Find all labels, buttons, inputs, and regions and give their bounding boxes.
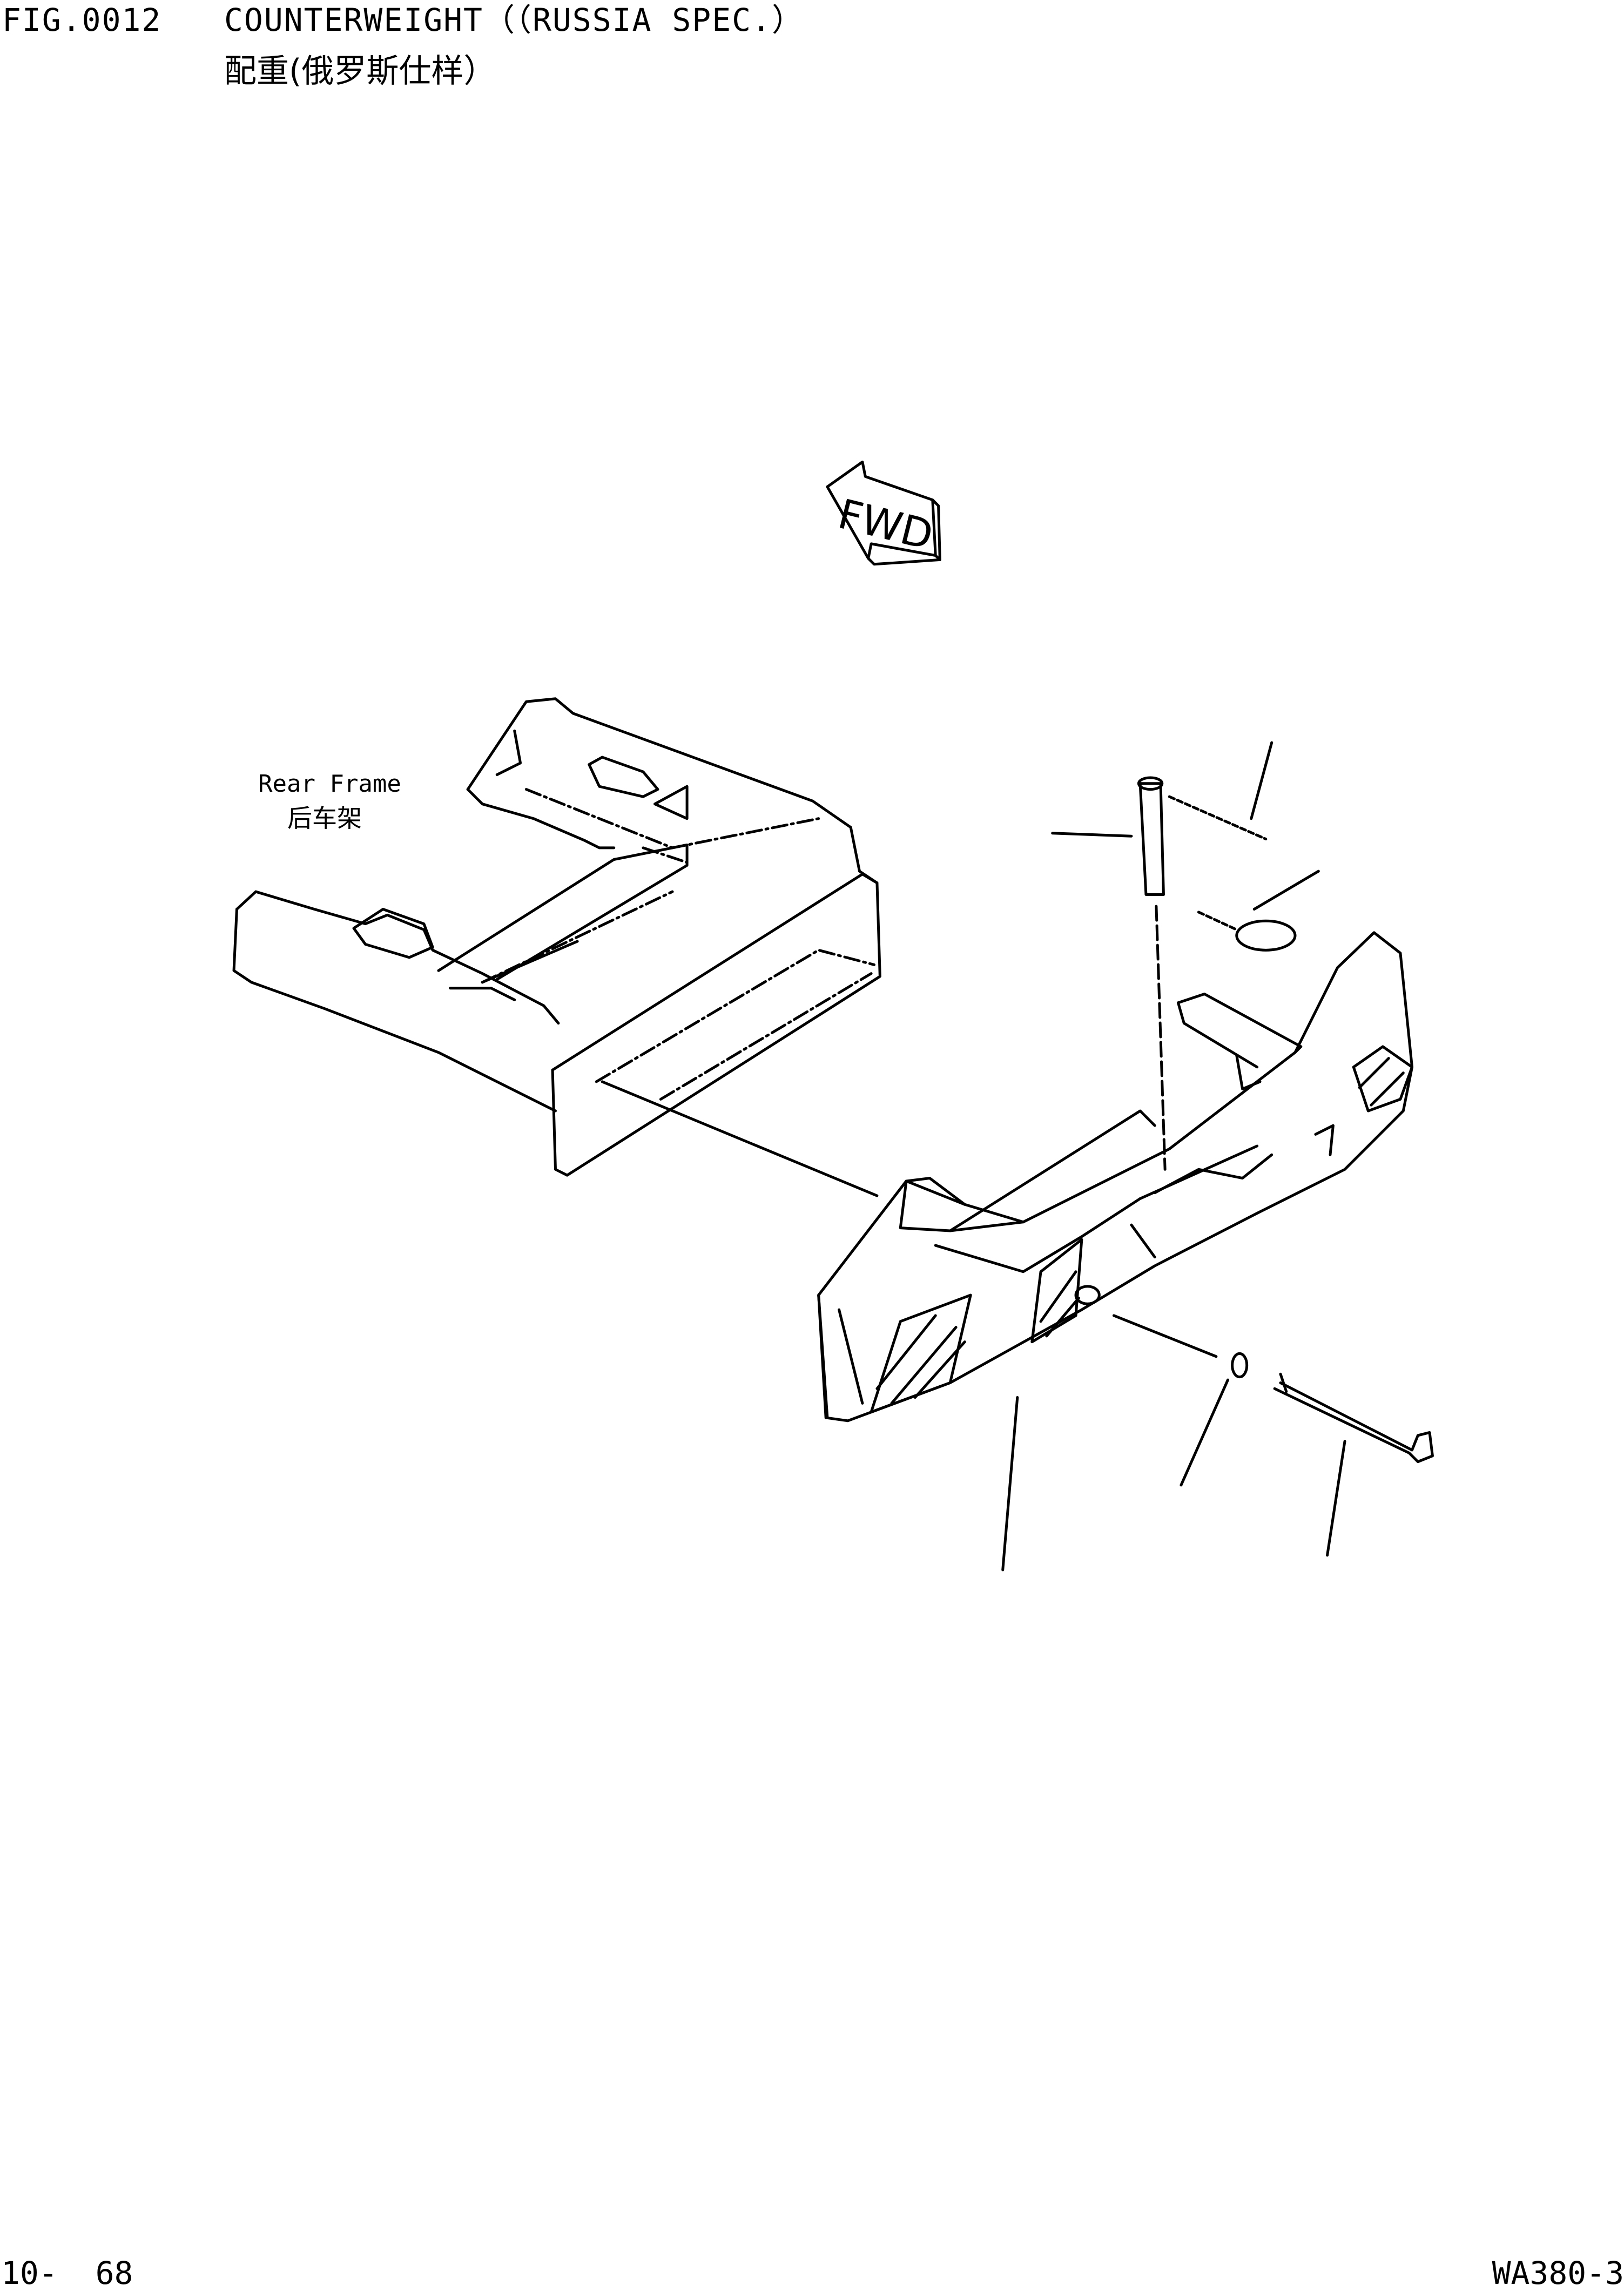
figure-title-english: COUNTERWEIGHT（（RUSSIA SPEC.） [224, 2, 804, 38]
leader-line-bolt [1327, 1441, 1345, 1555]
figure-number: FIG.0012 [2, 2, 162, 38]
pin-part [1138, 778, 1165, 1169]
rear-frame-label-english: Rear Frame [258, 770, 401, 798]
leader-line-washer [1254, 871, 1318, 909]
leader-line-counterweight [1003, 1398, 1017, 1570]
rear-frame-drawing [234, 699, 880, 1175]
alignment-line [602, 1082, 877, 1196]
leader-line-washer-top [1251, 743, 1272, 819]
leader-line-nut [1181, 1380, 1228, 1485]
bolt-part [1114, 1316, 1432, 1462]
counterweight-drawing [819, 933, 1412, 1421]
washer-part [1198, 912, 1295, 950]
figure-title-chinese: 配重(俄罗斯仕样） [224, 52, 496, 90]
page-number: 10- 68 [1, 2255, 133, 2291]
model-code: WA380-3 [1492, 2255, 1624, 2291]
leader-line-pin [1053, 833, 1131, 836]
washer-hidden-line [1169, 797, 1266, 839]
fwd-arrow-icon: FWD [827, 462, 940, 564]
rear-frame-label-chinese: 后车架 [287, 804, 362, 833]
fwd-label: FWD [833, 490, 938, 559]
